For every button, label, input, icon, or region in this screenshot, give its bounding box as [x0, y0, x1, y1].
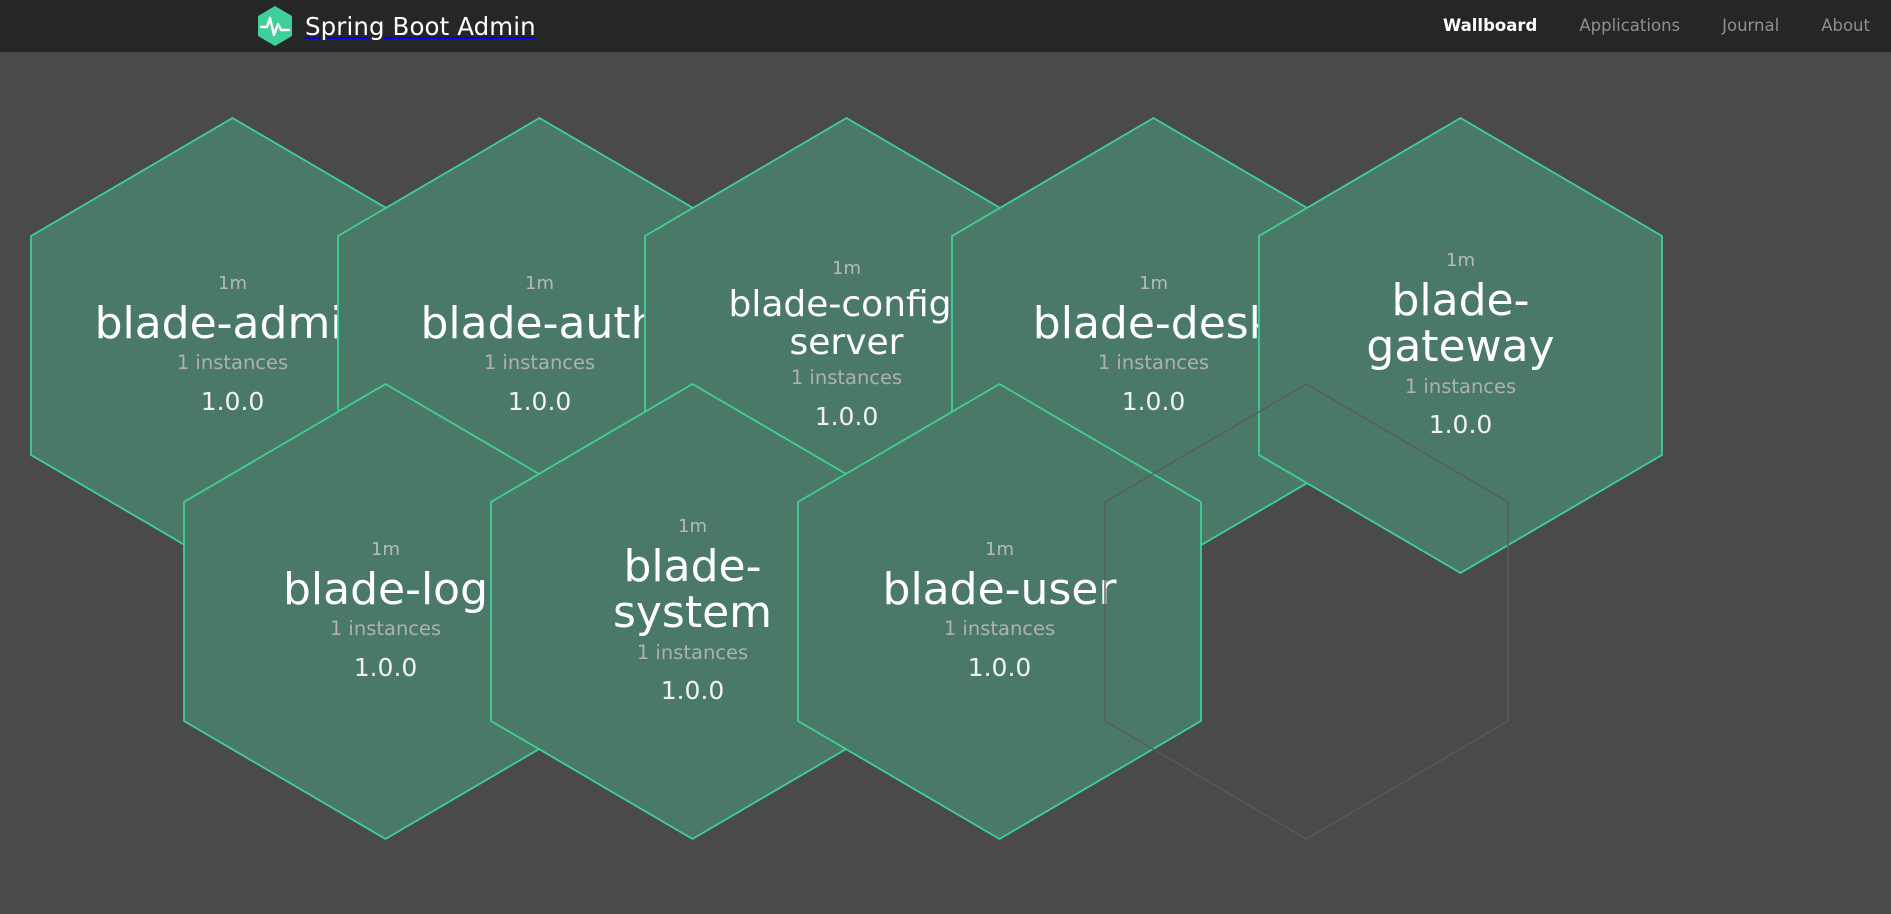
hex-version: 1.0.0 [1121, 386, 1186, 416]
hex-instance-count: 1 instances [176, 351, 289, 375]
top-navbar: Spring Boot Admin Wallboard Applications… [0, 0, 1891, 52]
nav-item-about[interactable]: About [1821, 16, 1870, 35]
hex-uptime: 1m [1139, 273, 1168, 295]
main-navigation: Wallboard Applications Journal About [1422, 0, 1891, 52]
hex-version: 1.0.0 [660, 676, 725, 706]
nav-item-wallboard[interactable]: Wallboard [1443, 16, 1538, 35]
hex-version: 1.0.0 [814, 401, 879, 431]
hexagon-shape [1104, 383, 1509, 840]
hex-uptime: 1m [525, 273, 554, 295]
hex-instance-count: 1 instances [790, 366, 903, 390]
hex-instance-count: 1 instances [636, 640, 749, 664]
hex-tile-empty [1094, 376, 1519, 847]
hex-instance-count: 1 instances [483, 351, 596, 375]
hex-version: 1.0.0 [1428, 410, 1493, 440]
hex-uptime: 1m [371, 539, 400, 561]
hexagon-shape [797, 382, 1202, 841]
nav-item-applications[interactable]: Applications [1579, 16, 1681, 35]
brand-title: Spring Boot Admin [305, 11, 536, 41]
hex-application-name: blade-config-server [728, 283, 965, 364]
hex-application-name: blade-log [282, 563, 489, 615]
hexagon-shape [1258, 116, 1663, 575]
hex-application-name: blade-admin [94, 297, 371, 349]
hex-version: 1.0.0 [353, 652, 418, 682]
hex-instance-count: 1 instances [1097, 351, 1210, 375]
nav-item-journal[interactable]: Journal [1722, 16, 1780, 35]
brand-link[interactable]: Spring Boot Admin [256, 0, 536, 52]
hex-version: 1.0.0 [200, 386, 265, 416]
hex-application-name: blade-user [882, 563, 1117, 615]
hex-uptime: 1m [678, 515, 707, 537]
hex-instance-count: 1 instances [329, 617, 442, 641]
hex-version: 1.0.0 [967, 652, 1032, 682]
hex-application-name: blade-auth [420, 297, 659, 349]
hex-uptime: 1m [985, 539, 1014, 561]
hex-application-name: blade-system [612, 540, 773, 639]
hex-uptime: 1m [832, 258, 861, 280]
hex-application-name: blade-desk [1032, 297, 1275, 349]
heartbeat-hexagon-icon [256, 5, 294, 47]
hex-version: 1.0.0 [507, 386, 572, 416]
hex-instance-count: 1 instances [1404, 374, 1517, 398]
hex-instance-count: 1 instances [943, 617, 1056, 641]
hex-uptime: 1m [218, 273, 247, 295]
hex-uptime: 1m [1446, 249, 1475, 271]
hex-application-name: blade-gateway [1366, 274, 1555, 373]
